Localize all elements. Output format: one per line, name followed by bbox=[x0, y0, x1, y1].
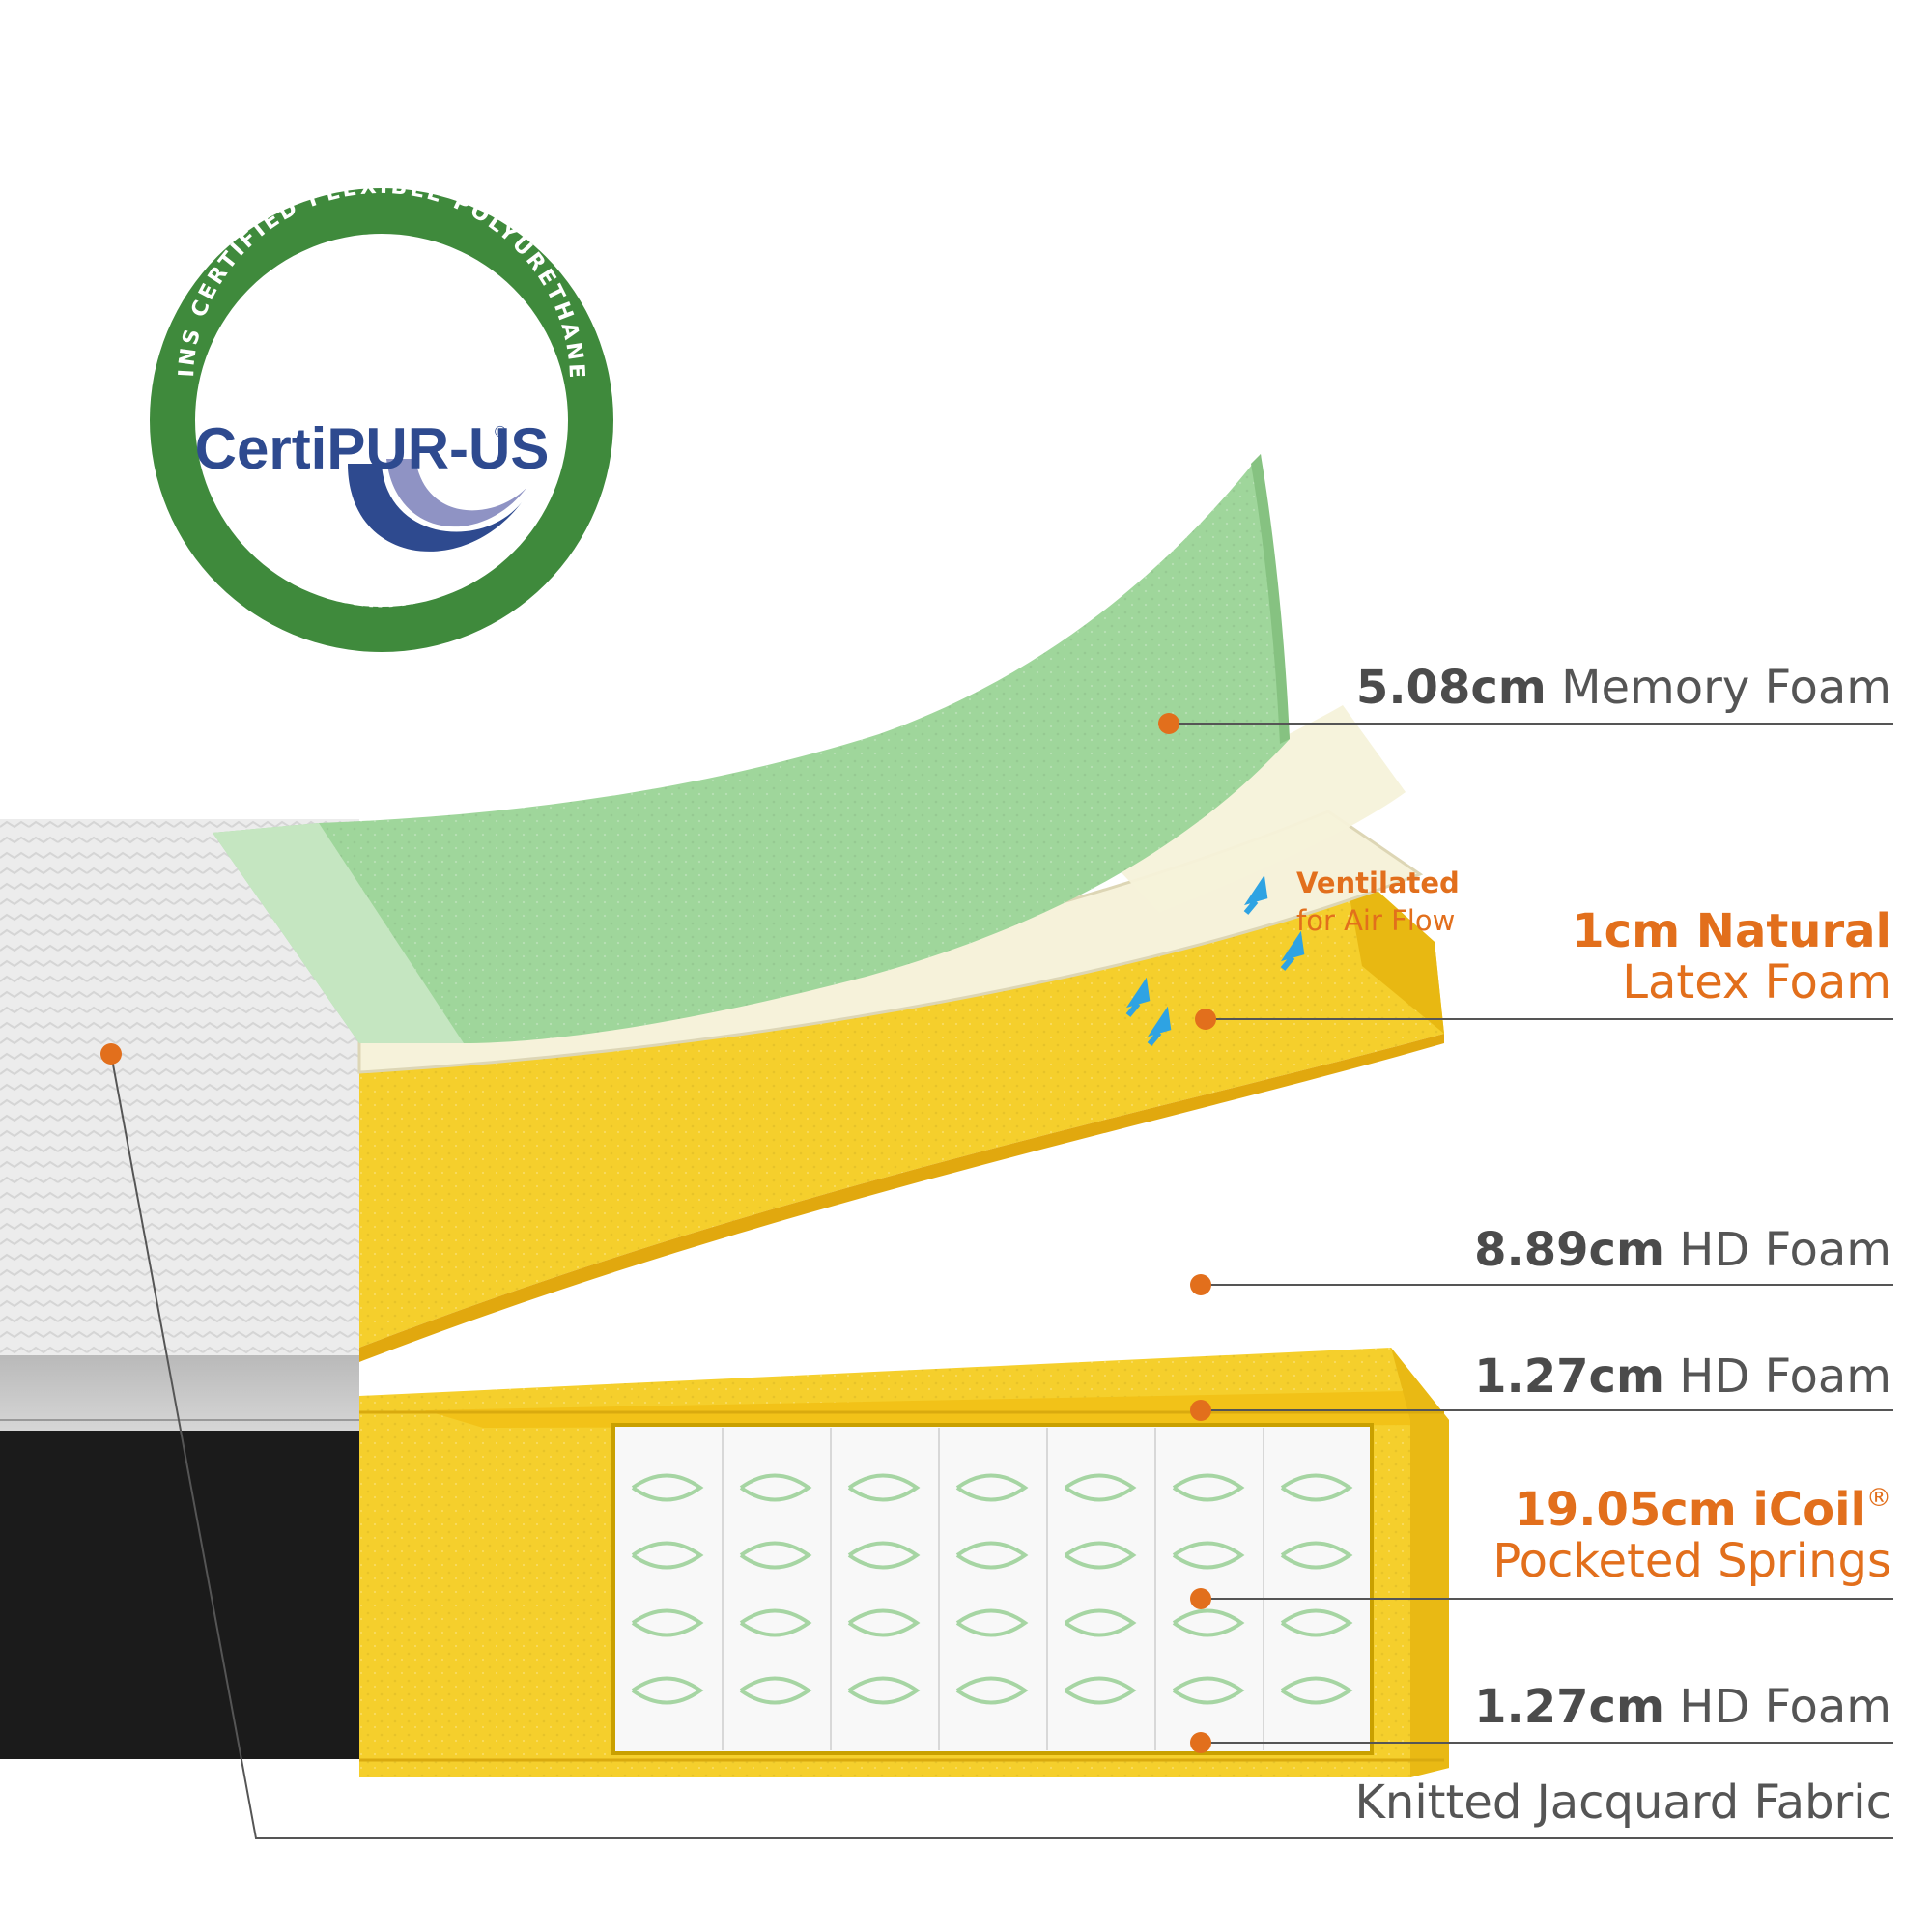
latex-line2: Latex Foam bbox=[1622, 954, 1891, 1009]
dot-memory-foam bbox=[1158, 713, 1179, 734]
label-hd-foam-2: 1.27cm HD Foam bbox=[1474, 1351, 1891, 1403]
airflow-arrows bbox=[1125, 874, 1305, 1046]
hd-foam-1-name: HD Foam bbox=[1679, 1223, 1891, 1277]
vent-callout: Ventilated for Air Flow bbox=[1296, 865, 1460, 940]
pocketed-springs bbox=[611, 1423, 1374, 1755]
hd-foam-layer bbox=[359, 860, 1444, 1362]
label-memory-foam: 5.08cm Memory Foam bbox=[1356, 663, 1891, 714]
springs-line1: 19.05cm iCoil bbox=[1514, 1483, 1866, 1537]
marker-dots bbox=[100, 713, 1216, 1753]
dot-latex bbox=[1195, 1009, 1216, 1030]
vent-line1: Ventilated bbox=[1296, 867, 1460, 899]
label-fabric: Knitted Jacquard Fabric bbox=[1354, 1777, 1891, 1829]
latex-line1: 1cm Natural bbox=[1572, 904, 1891, 958]
vent-line2: for Air Flow bbox=[1296, 904, 1456, 938]
memory-foam-layer bbox=[213, 454, 1290, 1043]
memory-foam-size: 5.08cm bbox=[1355, 661, 1547, 715]
seal-brand: CertiPUR-US bbox=[195, 416, 550, 481]
hd-foam-2-size: 1.27cm bbox=[1474, 1350, 1664, 1404]
leader-lines bbox=[110, 723, 1893, 1839]
black-side-band bbox=[0, 1431, 359, 1759]
seal-brand-mark: ® bbox=[495, 424, 506, 440]
memory-foam-name: Memory Foam bbox=[1561, 661, 1891, 715]
label-springs: 19.05cm iCoil® Pocketed Springs bbox=[1492, 1485, 1891, 1587]
dot-hd-foam-3 bbox=[1190, 1732, 1211, 1753]
seal-swoosh-dark bbox=[348, 464, 522, 552]
hd-foam-3-name: HD Foam bbox=[1679, 1680, 1891, 1734]
label-hd-foam-3: 1.27cm HD Foam bbox=[1474, 1682, 1891, 1733]
seal-swoosh-light bbox=[386, 459, 526, 527]
dot-springs bbox=[1190, 1588, 1211, 1609]
dot-hd-foam-1 bbox=[1190, 1274, 1211, 1295]
leader-fabric bbox=[110, 1053, 1893, 1839]
label-latex: 1cm Natural Latex Foam bbox=[1572, 906, 1891, 1009]
springs-line2: Pocketed Springs bbox=[1492, 1533, 1891, 1588]
certipur-seal: CONTAINS CERTIFIED FLEXIBLE POLYURETHANE… bbox=[0, 0, 613, 652]
dot-fabric bbox=[100, 1043, 122, 1065]
hd-foam-2-name: HD Foam bbox=[1679, 1350, 1891, 1404]
memory-foam-edge bbox=[213, 823, 464, 1043]
hd-foam-1-size: 8.89cm bbox=[1474, 1223, 1664, 1277]
label-hd-foam-1: 8.89cm HD Foam bbox=[1474, 1225, 1891, 1276]
springs-mark: ® bbox=[1866, 1484, 1891, 1513]
dot-hd-foam-2 bbox=[1190, 1400, 1211, 1421]
fabric-name: Knitted Jacquard Fabric bbox=[1354, 1776, 1891, 1830]
hd-foam-3-size: 1.27cm bbox=[1474, 1680, 1664, 1734]
